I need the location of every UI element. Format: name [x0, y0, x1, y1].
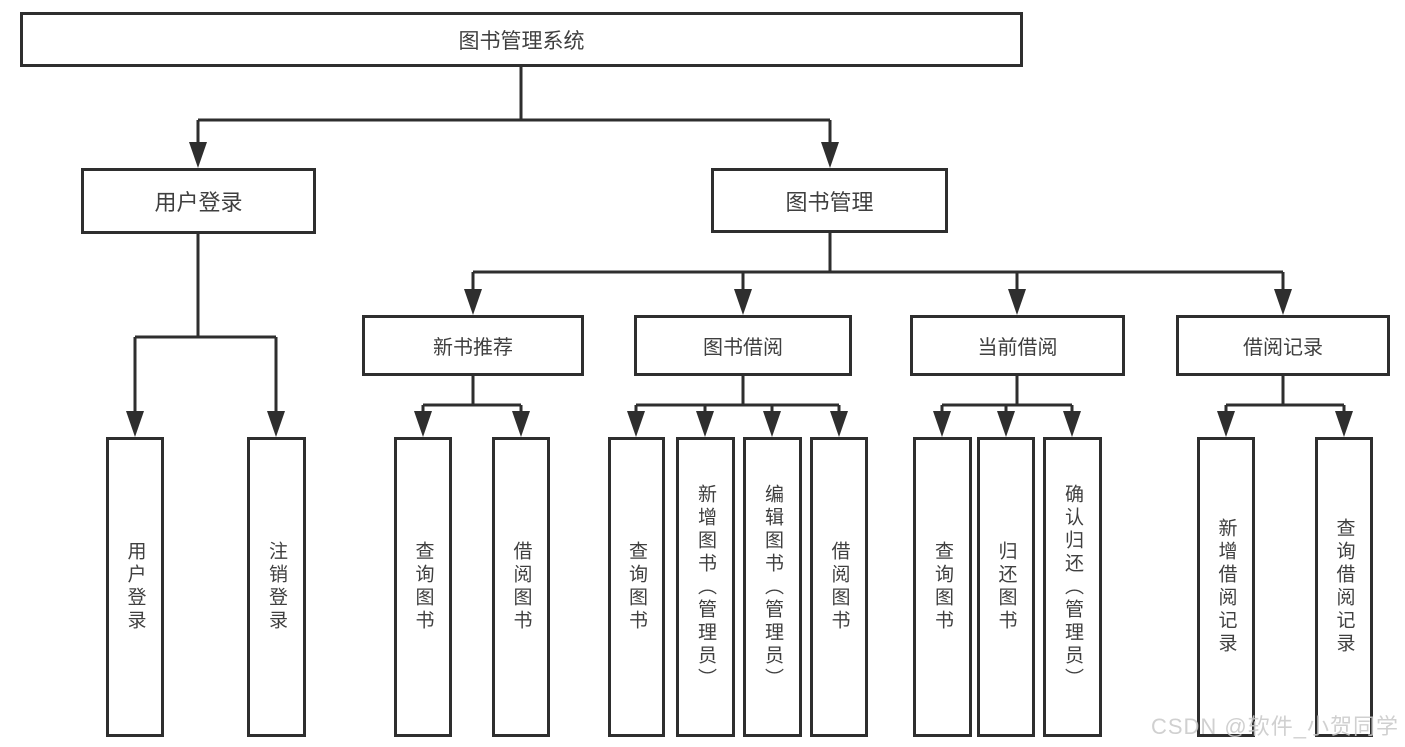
node-bb-add-book: 新增图书（管理员） — [676, 437, 735, 737]
node-br-query-record-label: 查询借阅记录 — [1333, 518, 1355, 656]
node-cb-query-book: 查询图书 — [913, 437, 972, 737]
node-cb-confirm-return-label: 确认归还（管理员） — [1062, 483, 1083, 691]
node-leaf-logout-label: 注销登录 — [266, 541, 287, 633]
node-bb-add-book-label: 新增图书（管理员） — [695, 483, 716, 691]
node-leaf-user-login-label: 用户登录 — [124, 541, 146, 633]
node-bb-edit-book: 编辑图书（管理员） — [743, 437, 802, 737]
node-leaf-user-login: 用户登录 — [106, 437, 164, 737]
node-bb-borrow-book: 借阅图书 — [810, 437, 868, 737]
node-nbr-borrow-book: 借阅图书 — [492, 437, 550, 737]
node-br-add-record-label: 新增借阅记录 — [1215, 518, 1237, 656]
node-book-management: 图书管理 — [711, 168, 948, 233]
node-user-login: 用户登录 — [81, 168, 316, 234]
node-bb-edit-book-label: 编辑图书（管理员） — [762, 483, 783, 691]
node-borrowing-records: 借阅记录 — [1176, 315, 1390, 376]
node-bb-borrow-book-label: 借阅图书 — [828, 541, 850, 633]
node-root-label: 图书管理系统 — [458, 29, 585, 53]
node-book-borrowing-label: 图书借阅 — [703, 337, 783, 359]
node-bb-query-book-label: 查询图书 — [626, 541, 647, 633]
arrowhead-icons — [126, 142, 1353, 437]
watermark: CSDN @软件_小贺同学 — [1150, 714, 1399, 739]
node-book-management-label: 图书管理 — [785, 189, 874, 215]
node-borrowing-records-label: 借阅记录 — [1243, 337, 1323, 359]
node-bb-query-book: 查询图书 — [608, 437, 665, 737]
node-current-borrowing-label: 当前借阅 — [977, 337, 1058, 359]
node-cb-query-book-label: 查询图书 — [932, 541, 953, 633]
node-leaf-logout: 注销登录 — [247, 437, 306, 737]
node-cb-confirm-return: 确认归还（管理员） — [1043, 437, 1102, 737]
node-new-book-recommend-label: 新书推荐 — [433, 337, 513, 359]
node-book-borrowing: 图书借阅 — [634, 315, 852, 376]
node-nbr-borrow-book-label: 借阅图书 — [510, 541, 532, 633]
node-current-borrowing: 当前借阅 — [910, 315, 1125, 376]
node-user-login-label: 用户登录 — [154, 190, 243, 215]
node-nbr-query-book-label: 查询图书 — [412, 541, 434, 633]
node-cb-return-book: 归还图书 — [977, 437, 1035, 737]
node-br-query-record: 查询借阅记录 — [1315, 437, 1373, 737]
node-cb-return-book-label: 归还图书 — [995, 541, 1017, 633]
node-root: 图书管理系统 — [20, 12, 1023, 67]
node-nbr-query-book: 查询图书 — [394, 437, 452, 737]
node-new-book-recommend: 新书推荐 — [362, 315, 584, 376]
node-br-add-record: 新增借阅记录 — [1197, 437, 1255, 737]
